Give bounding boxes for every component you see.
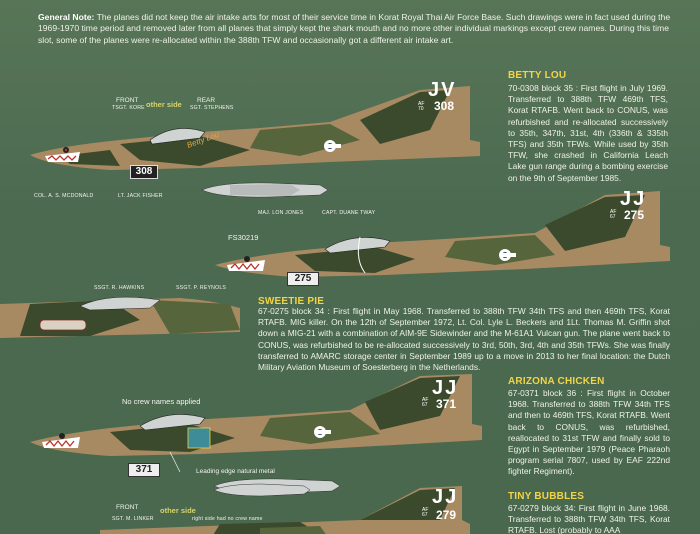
label-rear-crew-sweetie-pie: SSGT. P. REYNOLS — [176, 285, 227, 291]
tail-code-sweetie-pie: JJ — [620, 188, 647, 210]
label-pilot: COL. A. S. MCDONALD — [34, 193, 94, 199]
label-rear: REAR — [197, 97, 216, 104]
tail-year-betty-lou: AF 70 — [418, 101, 425, 112]
tail-number-sweetie-pie: 275 — [624, 208, 645, 222]
label-pilot-sweetie-pie: MAJ. LON JONES — [258, 210, 304, 216]
intake-detail-sweetie-pie — [0, 296, 240, 338]
tail-year-tiny-bubbles: AF 67 — [422, 507, 429, 518]
nose-number-betty-lou: 308 — [130, 165, 158, 179]
label-no-crew-names: No crew names applied — [122, 397, 201, 406]
aircraft-description-tiny-bubbles: 67-0279 block 34: First flight in June 1… — [508, 503, 670, 534]
nose-number-sweetie-pie: 275 — [287, 272, 319, 286]
general-note-label: General Note: — [38, 12, 95, 22]
aircraft-description-betty-lou: 70-0308 block 35 : First flight in July … — [508, 83, 668, 183]
aircraft-description-sweetie-pie: 67-0275 block 34 : First flight in May 1… — [258, 306, 670, 373]
aircraft-description-arizona-chicken: 67-0371 block 36 : First flight in Octob… — [508, 388, 670, 477]
label-front-crew-tiny-bubbles: SGT. M. LINKER — [112, 516, 154, 522]
tail-number-betty-lou: 308 — [434, 99, 455, 113]
aircraft-title-tiny-bubbles: TINY BUBBLES — [508, 491, 585, 502]
nose-number-arizona-chicken: 371 — [128, 463, 160, 477]
tail-code-arizona-chicken: JJ — [432, 377, 459, 399]
aircraft-title-sweetie-pie: SWEETIE PIE — [258, 296, 325, 307]
label-wso-sweetie-pie: CAPT. DUANE TWAY — [322, 210, 376, 216]
fs-code: FS30219 — [228, 233, 259, 242]
label-front-tiny-bubbles: FRONT — [116, 504, 139, 511]
external-tank-betty-lou — [201, 182, 329, 198]
label-rear-note-tiny-bubbles: right side had no crew name — [192, 516, 263, 522]
label-leading-edge: Leading edge natural metal — [196, 468, 275, 475]
label-front-crew: TSGT. KORE — [112, 105, 145, 111]
tail-year-arizona-chicken: AF 67 — [422, 397, 429, 408]
label-front: FRONT — [116, 97, 139, 104]
label-other-side-tiny-bubbles: other side — [160, 506, 196, 515]
label-wso: LT. JACK FISHER — [118, 193, 163, 199]
external-tank-tiny-bubbles — [213, 483, 311, 497]
general-note-text: The planes did not keep the air intake a… — [38, 12, 671, 45]
phantom-profile-sweetie-pie — [215, 191, 670, 277]
tail-year-sweetie-pie: AF 67 — [610, 209, 617, 220]
label-rear-crew: SGT. STEPHENS — [190, 105, 234, 111]
general-note: General Note: The planes did not keep th… — [38, 12, 678, 46]
phantom-profile-arizona-chicken — [30, 374, 482, 473]
tail-code-tiny-bubbles: JJ — [432, 486, 459, 508]
phantom-profile-tiny-bubbles — [100, 486, 470, 534]
tail-code-betty-lou: JV — [428, 79, 457, 101]
label-front-crew-sweetie-pie: SSGT. R. HAWKINS — [94, 285, 145, 291]
tail-number-tiny-bubbles: 279 — [436, 508, 457, 522]
aircraft-title-betty-lou: BETTY LOU — [508, 70, 567, 81]
tail-number-arizona-chicken: 371 — [436, 397, 457, 411]
aircraft-title-arizona-chicken: ARIZONA CHICKEN — [508, 376, 605, 387]
label-other-side: other side — [146, 100, 182, 109]
phantom-profile-betty-lou: Betty Lou — [30, 86, 480, 170]
